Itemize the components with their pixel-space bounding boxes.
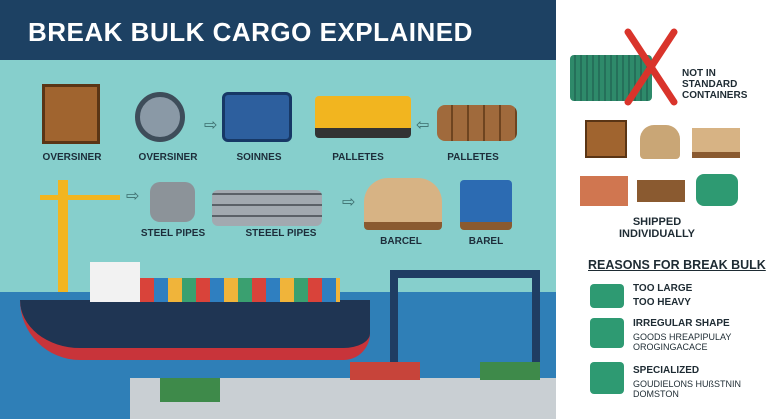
shipped-label: SHIPPED INDIVIDUALLY [619, 216, 695, 240]
item-label: PALLETES [332, 152, 384, 163]
oversized-pipe-icon [590, 284, 624, 308]
red-cross-icon [624, 28, 678, 106]
pallet-icon [637, 180, 685, 202]
steel-coils-icon [150, 182, 195, 222]
truck [350, 362, 420, 380]
info-panel [556, 0, 768, 419]
item-label: OVERSINER [138, 152, 198, 163]
cargo-ship [20, 300, 370, 360]
truck [160, 378, 220, 402]
shipping-container-icon [570, 55, 652, 101]
item-label: STEEEL PIPES [245, 228, 317, 239]
item-label: OVERSINER [42, 152, 102, 163]
reasons-heading: REASONS FOR BREAK BULK [588, 258, 766, 272]
sack-pallet-icon [364, 178, 442, 230]
not-standard-label: NOT IN STANDARD CONTAINERS [682, 68, 748, 101]
sack-icon [640, 125, 680, 159]
page-title: BREAK BULK CARGO EXPLAINED [28, 17, 473, 47]
gantry-crane [390, 270, 540, 380]
item-label: BAREL [468, 236, 504, 247]
item-label: SOINNES [236, 152, 282, 163]
ship-bridge [90, 262, 140, 302]
illustration-panel: BREAK BULK CARGO EXPLAINED OVERSINER OVE… [0, 0, 556, 419]
pipe-stack-icon [212, 190, 322, 226]
barrel-pallet-icon [460, 180, 512, 230]
reason-text: TOO HEAVY [633, 297, 691, 308]
arrow-icon: ⇨ [342, 194, 356, 211]
arrow-icon: ⇦ [416, 117, 430, 134]
arrow-icon: ⇨ [204, 117, 218, 134]
specialized-machine-icon [590, 362, 624, 394]
pallet-icon [692, 128, 740, 158]
ship-containers [140, 278, 340, 302]
crane-jib [40, 195, 120, 200]
brick-crate-icon [580, 176, 628, 206]
log-stack-icon [437, 105, 517, 141]
barrel-icon [696, 174, 738, 206]
reason-text: GOODS HREAPIPULAY OROGINGACACE [633, 332, 732, 352]
wooden-crate-icon [42, 84, 100, 144]
arrow-icon: ⇨ [126, 188, 140, 205]
reason-text: GOUDIELONS HUßSTNIN DOMSTON [633, 379, 742, 399]
reason-title: TOO LARGE [633, 283, 693, 294]
engine-icon [222, 92, 292, 142]
turbine-icon [135, 92, 185, 142]
truck [480, 362, 540, 380]
header: BREAK BULK CARGO EXPLAINED [0, 0, 556, 60]
irregular-drum-icon [590, 318, 624, 348]
crate-icon [585, 120, 627, 158]
reason-title: IRREGULAR SHAPE [633, 318, 730, 329]
item-label: PALLETES [447, 152, 499, 163]
item-label: BARCEL [380, 236, 422, 247]
reason-title: SPECIALIZED [633, 365, 700, 376]
crane-icon [58, 180, 68, 300]
item-label: STEEL PIPES [140, 228, 206, 239]
bulldozer-icon [315, 96, 411, 138]
